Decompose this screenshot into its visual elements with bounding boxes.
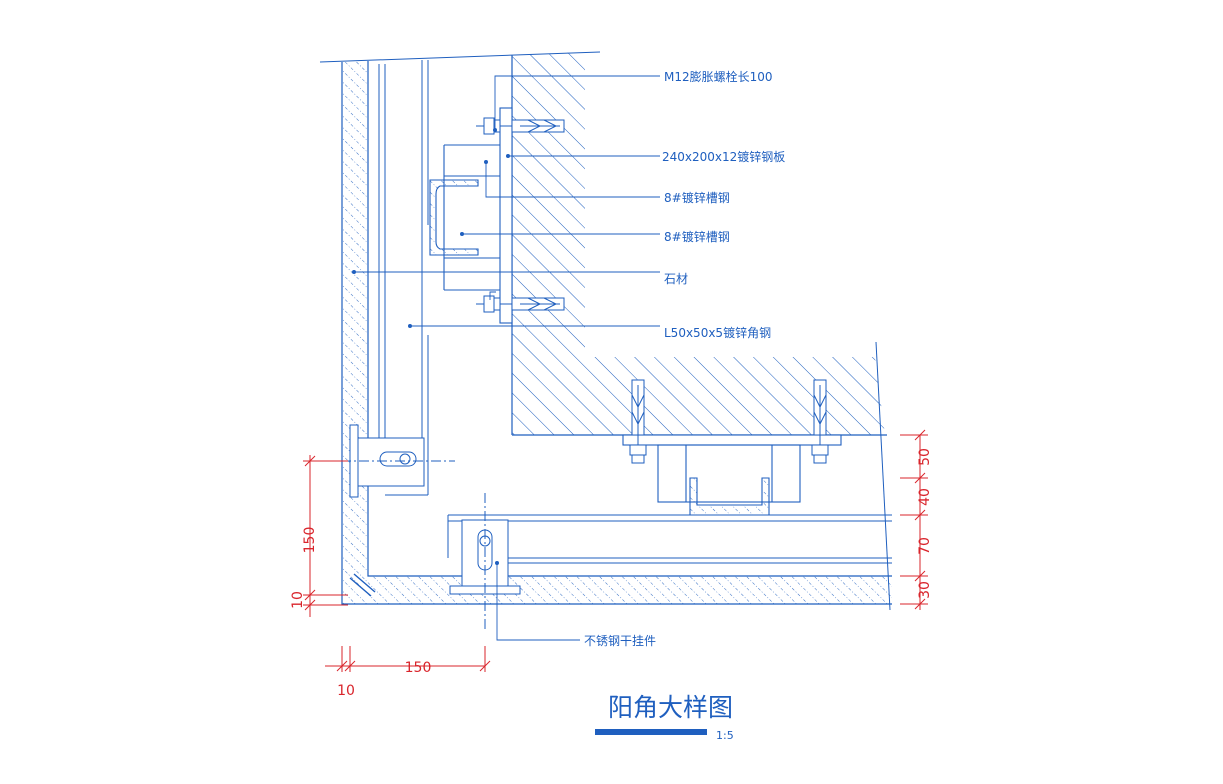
dim-bottom-150: 150 (405, 660, 432, 676)
anchor-bolt-upper (476, 117, 565, 135)
dim-left-10: 10 (290, 591, 306, 609)
channel-steel-vertical (429, 144, 500, 291)
label-channel-steel-1: 8#镀锌槽钢 (664, 191, 730, 205)
leader-lines (354, 75, 660, 641)
concrete-structure (319, 51, 891, 611)
dim-right-30: 30 (917, 581, 933, 599)
leader-dots (352, 128, 510, 565)
ceiling-embedded-plate (622, 434, 842, 446)
drawing-scale: 1:5 (716, 729, 734, 742)
channel-steel-horizontal (657, 444, 801, 516)
dim-right-50: 50 (917, 448, 933, 466)
drawing-title: 阳角大样图 (608, 693, 733, 722)
ceiling-anchor-bolts (629, 379, 829, 464)
wall-embedded-plate (499, 107, 513, 324)
dimension-left (303, 455, 348, 617)
label-hanger: 不锈钢干挂件 (584, 634, 656, 648)
anchor-bolt-lower (476, 295, 565, 313)
label-stone: 石材 (664, 272, 688, 286)
dim-bottom-10: 10 (337, 683, 355, 699)
dimension-right (900, 429, 928, 610)
hanger-bottom-side (449, 493, 521, 630)
dimension-bottom (325, 646, 491, 672)
label-channel-steel-2: 8#镀锌槽钢 (664, 230, 730, 244)
vertical-angle-steel (378, 60, 429, 496)
label-steel-plate: 240x200x12镀锌钢板 (662, 150, 785, 164)
stone-cladding (341, 61, 892, 605)
dim-right-40: 40 (917, 488, 933, 506)
hanger-vertical-side (305, 424, 455, 498)
dim-left-150: 150 (302, 527, 318, 554)
title-underline (595, 729, 707, 735)
label-angle-steel: L50x50x5镀锌角钢 (664, 326, 771, 340)
label-anchor-bolt: M12膨胀螺栓长100 (664, 69, 773, 84)
dim-right-70: 70 (917, 537, 933, 555)
horizontal-angle-steel (447, 514, 892, 564)
